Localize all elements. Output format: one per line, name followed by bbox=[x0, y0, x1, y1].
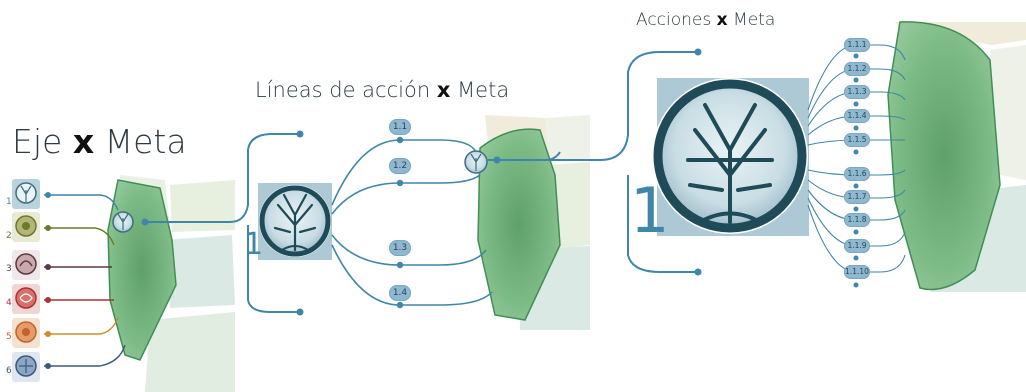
panel2-title-prefix: Líneas de acción bbox=[255, 78, 431, 102]
eje-number-1: 1 bbox=[6, 197, 12, 207]
panel1-title-suffix: Meta bbox=[104, 122, 187, 161]
action-pill-label: 1.1.9 bbox=[847, 241, 867, 250]
eje-number-6: 6 bbox=[6, 366, 12, 376]
action-pill-label: 1.1.6 bbox=[847, 169, 867, 178]
action-pill-1: 1.1.1 bbox=[844, 38, 870, 52]
panel2-meta-node bbox=[464, 150, 488, 174]
line-pill-1-3: 1.3 bbox=[389, 240, 411, 256]
panel3-tree-image bbox=[652, 78, 809, 236]
panel3-meta-shape bbox=[887, 21, 1001, 291]
panel3-big-number: 1 bbox=[630, 174, 669, 247]
action-pill-label: 1.1.1 bbox=[847, 40, 867, 49]
action-pill-7: 1.1.7 bbox=[844, 190, 870, 204]
action-pill-label: 1.1.7 bbox=[847, 192, 867, 201]
line-pill-label: 1.1 bbox=[392, 122, 408, 132]
panel3-title-prefix: Acciones bbox=[636, 10, 712, 30]
eje-icon-4 bbox=[12, 284, 40, 314]
panel2-branch-dots bbox=[396, 136, 501, 309]
eje-number-2: 2 bbox=[6, 231, 12, 241]
action-pill-label: 1.1.4 bbox=[847, 111, 867, 120]
action-pill-9: 1.1.9 bbox=[844, 239, 870, 253]
panel2-big-number: 1 bbox=[244, 227, 263, 262]
panel2-title: Líneas de acción x Meta bbox=[255, 78, 509, 102]
panel1-icons bbox=[12, 179, 40, 382]
panel1-title-prefix: Eje bbox=[12, 122, 63, 161]
eje-icon-2 bbox=[12, 212, 40, 242]
eje-number-5: 5 bbox=[6, 332, 12, 342]
action-pill-3: 1.1.3 bbox=[844, 85, 870, 99]
panel2-title-suffix: Meta bbox=[457, 78, 510, 102]
action-pill-4: 1.1.4 bbox=[844, 109, 870, 123]
line-pill-label: 1.3 bbox=[392, 243, 408, 253]
action-pill-6: 1.1.6 bbox=[844, 167, 870, 181]
panel1-title: Eje x Meta bbox=[12, 122, 187, 161]
eje-number-3: 3 bbox=[6, 264, 12, 274]
panel2-tree-image bbox=[258, 183, 332, 260]
eje-icon-1 bbox=[12, 179, 40, 209]
panel3-title-suffix: Meta bbox=[733, 10, 776, 30]
panel3-branch-dots bbox=[853, 53, 859, 288]
eje-number-4: 4 bbox=[6, 298, 12, 308]
panel1-meta-node bbox=[112, 211, 134, 233]
action-pill-label: 1.1.10 bbox=[845, 267, 869, 276]
eje-icon-5 bbox=[12, 318, 40, 348]
action-pill-label: 1.1.8 bbox=[847, 215, 867, 224]
eje-icon-3 bbox=[12, 250, 40, 280]
action-pill-label: 1.1.3 bbox=[847, 87, 867, 96]
line-pill-1-4: 1.4 bbox=[389, 285, 411, 301]
panel2-meta-shape bbox=[477, 128, 561, 321]
action-pill-label: 1.1.5 bbox=[847, 135, 867, 144]
action-pill-8: 1.1.8 bbox=[844, 213, 870, 227]
action-pill-label: 1.1.2 bbox=[847, 64, 867, 73]
action-pill-10: 1.1.10 bbox=[844, 265, 870, 279]
link-panel1-to-panel2 bbox=[145, 133, 300, 313]
panel3-title: Acciones x Meta bbox=[636, 10, 775, 30]
panel2-title-x: x bbox=[436, 78, 451, 102]
line-pill-1-1: 1.1 bbox=[389, 119, 411, 135]
eje-icon-6 bbox=[12, 352, 40, 382]
line-pill-1-2: 1.2 bbox=[389, 158, 411, 174]
link-panel2-to-panel3 bbox=[500, 51, 698, 273]
panel3-title-x: x bbox=[716, 10, 728, 30]
panel1-connectors bbox=[44, 192, 126, 369]
line-pill-label: 1.2 bbox=[392, 161, 408, 171]
action-pill-2: 1.1.2 bbox=[844, 62, 870, 76]
panel1-title-x: x bbox=[72, 122, 95, 161]
line-pill-label: 1.4 bbox=[392, 288, 408, 298]
action-pill-5: 1.1.5 bbox=[844, 133, 870, 147]
